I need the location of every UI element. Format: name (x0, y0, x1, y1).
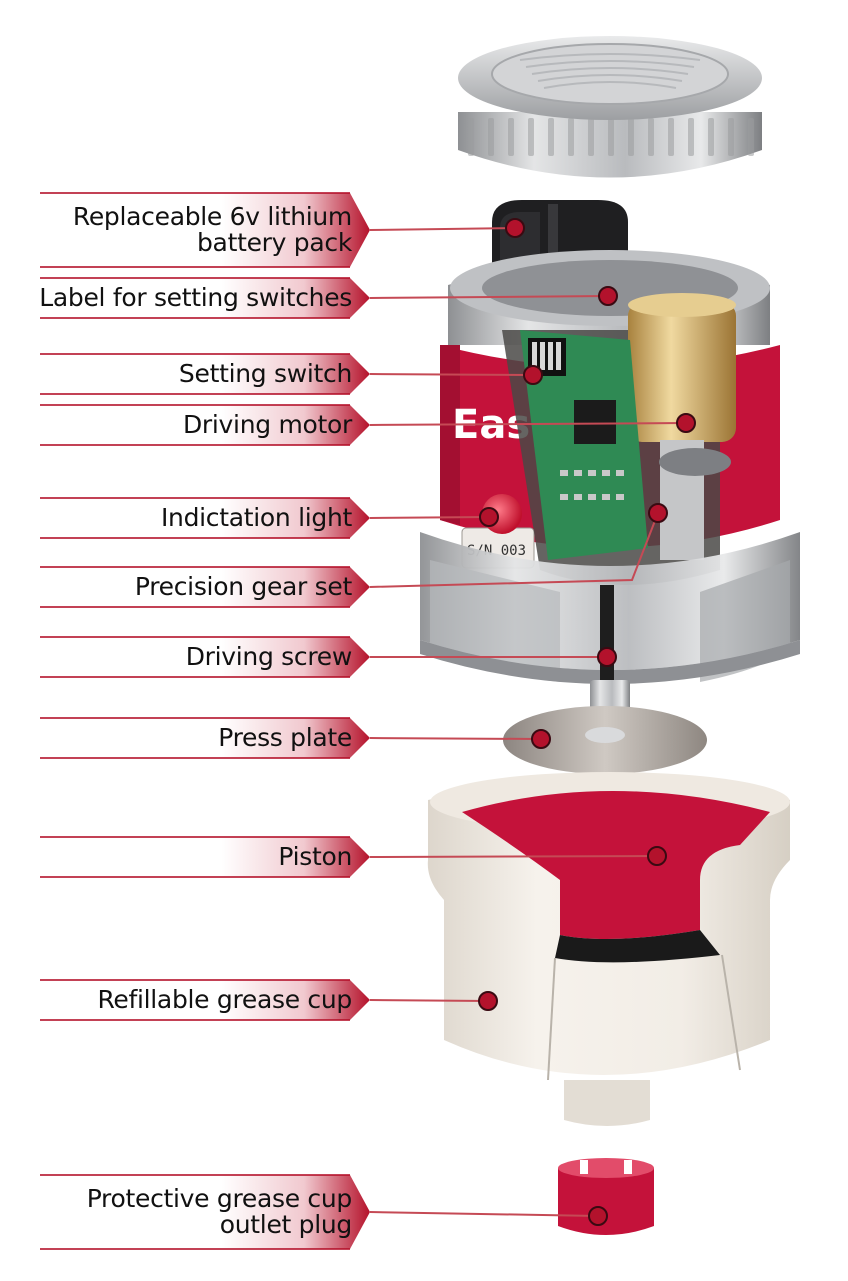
circuit-board (520, 330, 648, 560)
label-plate: Press plate (218, 725, 352, 751)
leader-line-motor (369, 422, 687, 426)
leader-line-setting-switch (369, 373, 534, 376)
leader-line-cup (369, 999, 489, 1002)
piston (462, 791, 770, 939)
leader-line-plug (369, 1211, 599, 1217)
callout-arrow-motor (40, 405, 370, 445)
cap (458, 36, 762, 178)
leader-line-gear (369, 512, 659, 588)
piston-oring (555, 930, 720, 963)
label-motor: Driving motor (183, 412, 352, 438)
marker-dot-battery (505, 218, 525, 238)
leader-line-battery (369, 227, 516, 231)
driving-screw (600, 585, 614, 685)
label-screw: Driving screw (185, 642, 353, 671)
label-setting-switch: Setting switch (179, 361, 352, 387)
callout-dots (478, 218, 696, 1226)
label-cup: Refillable grease cup (97, 987, 352, 1013)
grease-cup (427, 772, 790, 1126)
label-line: Setting switch (178, 359, 352, 388)
callout-arrow-setting-switch (40, 354, 370, 394)
outlet-plug (558, 1158, 654, 1235)
marker-dot-screw (597, 647, 617, 667)
callout-arrow-plate (40, 718, 370, 758)
label-line: Driving motor (182, 410, 352, 439)
label-gear: Precision gear set (135, 574, 352, 600)
callout-arrow-piston (40, 837, 370, 877)
motor-body (628, 302, 736, 442)
callout-arrow-battery (40, 193, 370, 267)
callout-arrow-gear (40, 567, 370, 607)
marker-dot-plug (588, 1206, 608, 1226)
label-line: Piston (278, 842, 352, 871)
label-line: Protective grease cup (86, 1184, 353, 1213)
label-line: outlet plug (219, 1210, 353, 1239)
marker-dot-plate (531, 729, 551, 749)
label-line: Refillable grease cup (97, 985, 352, 1014)
label-label-switches: Label for setting switches (39, 285, 352, 311)
marker-dot-label-switches (598, 286, 618, 306)
callout-arrow-cup (40, 980, 370, 1020)
callout-arrow-plug (40, 1175, 370, 1249)
label-line: Driving screw (185, 642, 353, 671)
label-line: Replaceable 6v lithium (72, 202, 352, 231)
cup-outlet (564, 1080, 650, 1126)
marker-dot-motor (676, 413, 696, 433)
label-line: Precision gear set (134, 572, 352, 601)
label-piston: Piston (278, 844, 352, 870)
marker-dot-light (479, 507, 499, 527)
leader-line-plate (369, 737, 542, 740)
callout-arrows (40, 192, 687, 1250)
marker-dot-setting-switch (523, 365, 543, 385)
label-light: Indictation light (161, 505, 352, 531)
leader-line-label-switches (369, 295, 609, 299)
callout-arrow-label-switches (40, 278, 370, 318)
label-line: Indictation light (160, 503, 352, 532)
marker-dot-gear (648, 503, 668, 523)
callout-arrow-light (40, 498, 370, 538)
label-line: battery pack (196, 228, 352, 257)
marker-dot-piston (647, 846, 667, 866)
label-line: Label for setting switches (39, 283, 352, 312)
label-line: Press plate (218, 723, 352, 752)
leader-line-piston (369, 855, 658, 858)
marker-dot-cup (478, 991, 498, 1011)
leader-line-light (369, 516, 490, 519)
callout-arrow-screw (40, 637, 370, 677)
